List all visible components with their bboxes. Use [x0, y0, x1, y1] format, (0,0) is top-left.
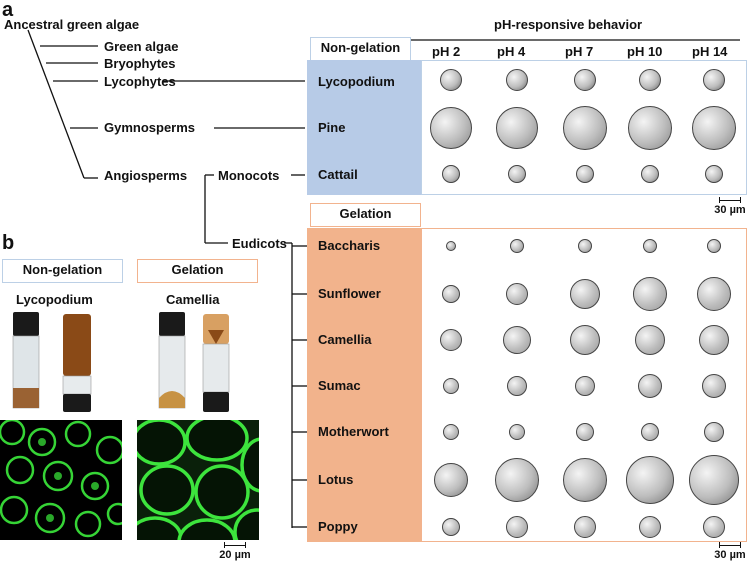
tree-gymnosperms-label: Gymnosperms — [104, 120, 196, 135]
ph-label-2: pH 2 — [432, 44, 461, 59]
pollen-grain — [707, 239, 721, 253]
pollen-grain — [570, 325, 600, 355]
scale-bar-b-label: 20 µm — [219, 549, 251, 561]
pollen-grain — [633, 277, 667, 311]
pollen-grain — [434, 463, 468, 497]
pollen-grain — [697, 277, 731, 311]
non-gelation-box: Non-gelation — [310, 37, 411, 61]
pollen-grain — [443, 378, 459, 394]
pollen-grain — [442, 518, 460, 536]
species-poppy: Poppy — [318, 519, 358, 534]
tree-green-algae-label: Green algae — [104, 39, 179, 54]
pollen-grain — [574, 69, 596, 91]
panel-b-non-gelation-box: Non-gelation — [2, 259, 123, 283]
pollen-grain — [702, 374, 726, 398]
pollen-grain — [496, 107, 538, 149]
panel-label-b: b — [2, 232, 15, 254]
species-lotus: Lotus — [318, 472, 354, 487]
species-cattail: Cattail — [318, 167, 358, 182]
pollen-grain — [508, 165, 526, 183]
non-gelation-column — [307, 60, 421, 195]
camellia-vials-photo — [137, 310, 259, 415]
pollen-grain — [495, 458, 539, 502]
scale-bar-a-bottom-label: 30 µm — [714, 549, 746, 561]
gelation-box: Gelation — [310, 203, 421, 227]
scale-bar-b: 20 µm — [218, 542, 252, 561]
pollen-grain — [576, 423, 594, 441]
pollen-grain — [692, 106, 736, 150]
scale-bar-a-bottom: 30 µm — [714, 542, 746, 561]
panel-b-gelation-box: Gelation — [137, 259, 258, 283]
tree-root-label: Ancestral green algae — [4, 17, 140, 32]
pollen-grain — [574, 516, 596, 538]
species-baccharis: Baccharis — [318, 238, 381, 253]
tree-lycophytes-label: Lycophytes — [104, 74, 176, 89]
pollen-grain — [442, 285, 460, 303]
species-pine: Pine — [318, 120, 346, 135]
lycopodium-fluorescence-micrograph — [0, 420, 122, 540]
pollen-grain — [507, 376, 527, 396]
pollen-grain — [643, 239, 657, 253]
species-sumac: Sumac — [318, 378, 361, 393]
ph-label-7: pH 7 — [565, 44, 594, 59]
pollen-grain — [705, 165, 723, 183]
scale-bar-a-top: 30 µm — [714, 197, 746, 216]
pollen-grain — [578, 239, 592, 253]
pollen-grain — [639, 69, 661, 91]
ph-label-10: pH 10 — [627, 44, 663, 59]
tree-monocots-label: Monocots — [218, 168, 280, 183]
pollen-grain — [703, 516, 725, 538]
species-lycopodium: Lycopodium — [318, 74, 395, 89]
pollen-grain — [641, 423, 659, 441]
pollen-grain — [442, 165, 460, 183]
pollen-grain — [641, 165, 659, 183]
pollen-grain — [635, 325, 665, 355]
gelation-column — [307, 228, 421, 542]
ph-label-14: pH 14 — [692, 44, 728, 59]
camellia-fluorescence-micrograph — [137, 420, 259, 540]
panel-b-camellia-label: Camellia — [166, 292, 220, 307]
species-sunflower: Sunflower — [318, 286, 381, 301]
pollen-grain — [503, 326, 531, 354]
scale-bar-a-top-label: 30 µm — [714, 204, 746, 216]
pollen-grain — [638, 374, 662, 398]
pollen-grain — [440, 69, 462, 91]
pollen-grain — [430, 107, 472, 149]
pollen-grain — [440, 329, 462, 351]
pollen-grain — [628, 106, 672, 150]
pollen-grain — [626, 456, 674, 504]
panel-b-lycopodium-label: Lycopodium — [16, 292, 93, 307]
tree-angiosperms-label: Angiosperms — [104, 168, 188, 183]
pollen-grain — [699, 325, 729, 355]
pollen-grain — [509, 424, 525, 440]
ph-header-title: pH-responsive behavior — [494, 17, 643, 32]
pollen-grain — [570, 279, 600, 309]
pollen-grain — [506, 283, 528, 305]
pollen-grain — [575, 376, 595, 396]
pollen-grain — [704, 422, 724, 442]
tree-bryophytes-label: Bryophytes — [104, 56, 176, 71]
panel-label-a: a — [2, 0, 14, 21]
pollen-grain — [639, 516, 661, 538]
lycopodium-vials-photo — [0, 310, 122, 415]
pollen-grain — [506, 516, 528, 538]
pollen-grain — [510, 239, 524, 253]
tree-eudicots-label: Eudicots — [232, 236, 287, 251]
pollen-grain — [443, 424, 459, 440]
pollen-grain — [446, 241, 456, 251]
species-motherwort: Motherwort — [318, 424, 389, 439]
pollen-grain — [689, 455, 739, 505]
pollen-grain — [563, 458, 607, 502]
pollen-grain — [506, 69, 528, 91]
pollen-grain — [563, 106, 607, 150]
ph-label-4: pH 4 — [497, 44, 526, 59]
species-camellia: Camellia — [318, 332, 372, 347]
pollen-grain — [703, 69, 725, 91]
pollen-grain — [576, 165, 594, 183]
